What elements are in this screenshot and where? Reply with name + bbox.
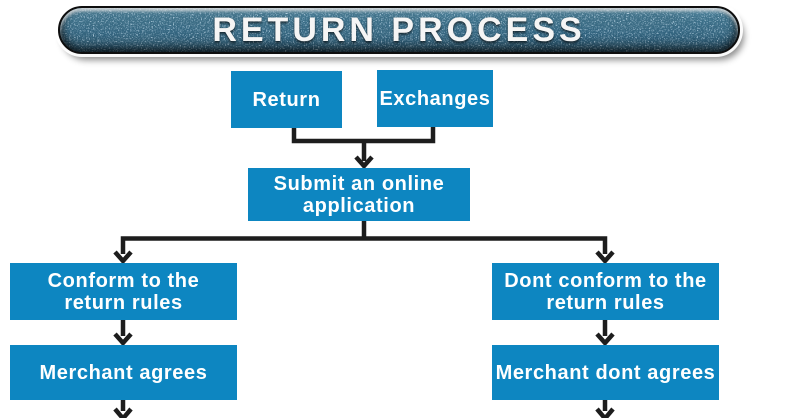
node-conform-to-rules: Conform to the return rules	[10, 263, 237, 320]
node-dont-conform-to-rules: Dont conform to the return rules	[492, 263, 719, 320]
node-merchant-agrees-label: Merchant agrees	[39, 361, 208, 384]
banner-texture-image	[60, 8, 738, 52]
title-banner: RETURN PROCESS	[58, 6, 740, 54]
node-submit-application: Submit an online application	[248, 168, 470, 221]
node-merchant-agrees: Merchant agrees	[10, 345, 237, 400]
node-merchant-dont-agrees-label: Merchant dont agrees	[495, 361, 716, 384]
arrowhead-to-submit	[354, 155, 374, 170]
node-return-label: Return	[252, 88, 321, 111]
connector-return-exchanges-merge	[291, 126, 436, 144]
node-return: Return	[231, 71, 342, 128]
node-exchanges-label: Exchanges	[379, 87, 491, 110]
arrowhead-bottom-left	[113, 407, 133, 418]
arrowhead-to-merchant-dont-agrees	[595, 332, 615, 347]
arrowhead-bottom-right	[595, 407, 615, 418]
arrowhead-to-dont-conform	[595, 250, 615, 265]
arrowhead-to-conform	[113, 250, 133, 265]
node-exchanges: Exchanges	[377, 70, 493, 127]
node-dont-conform-to-rules-label: Dont conform to the return rules	[504, 269, 707, 314]
arrowhead-to-merchant-agrees	[113, 332, 133, 347]
node-conform-to-rules-label: Conform to the return rules	[47, 269, 200, 314]
page-title: RETURN PROCESS	[212, 10, 586, 49]
node-merchant-dont-agrees: Merchant dont agrees	[492, 345, 719, 400]
node-submit-application-label: Submit an online application	[273, 172, 445, 217]
connector-branch-line	[120, 236, 608, 254]
